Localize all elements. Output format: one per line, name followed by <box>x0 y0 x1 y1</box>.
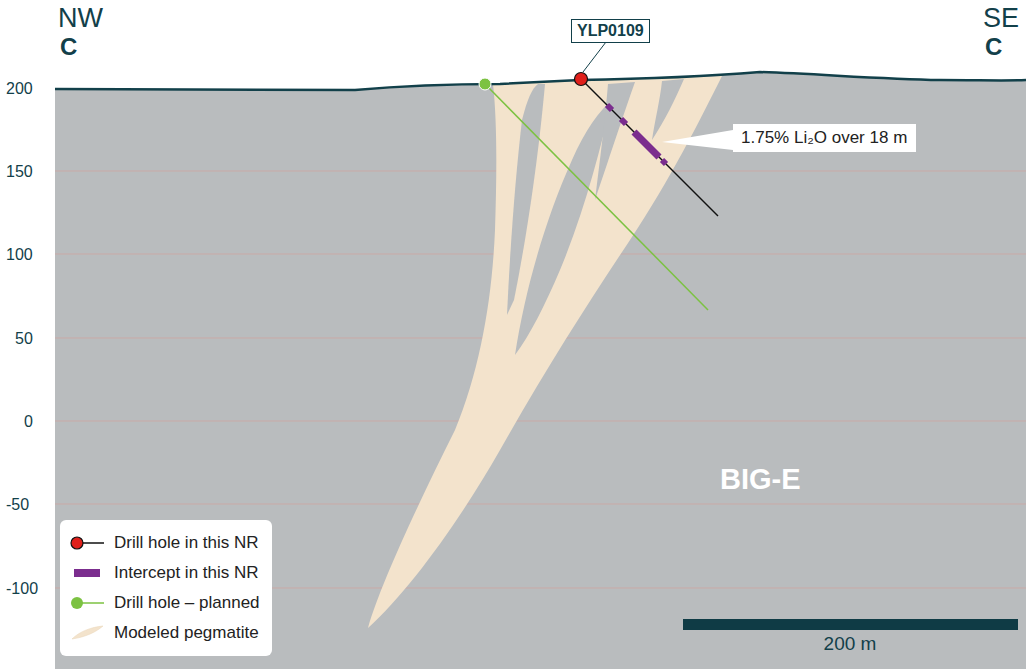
legend-text: Drill hole – planned <box>114 593 260 613</box>
legend-sample <box>70 533 104 553</box>
elevation-label: 0 <box>24 413 33 431</box>
planned-collar <box>479 78 491 90</box>
section-end-label: C <box>60 34 77 60</box>
pegmatite <box>368 76 722 628</box>
legend-row: Drill hole in this NR <box>70 528 260 558</box>
section-end-label: C <box>985 34 1002 60</box>
legend-sample <box>70 623 104 643</box>
elevation-label: 200 <box>6 80 33 98</box>
legend: Drill hole in this NR Intercept in this N… <box>60 520 272 656</box>
planned-hole <box>485 84 708 310</box>
elevation-label: 150 <box>6 163 33 181</box>
legend-text: Intercept in this NR <box>114 563 259 583</box>
ground <box>55 72 1026 669</box>
elevation-label: -50 <box>6 496 29 514</box>
section-end-label: SE <box>983 4 1019 34</box>
drill-trace <box>581 79 718 216</box>
legend-text: Modeled pegmatite <box>114 623 259 643</box>
hole-callout: YLP0109 <box>571 19 650 43</box>
legend-swatch <box>74 569 100 577</box>
leader-line <box>583 42 606 72</box>
intercept-callout: 1.75% Li₂O over 18 m <box>733 124 916 152</box>
legend-text: Drill hole in this NR <box>114 533 259 553</box>
callout-text: 1.75% Li₂O over 18 m <box>741 128 908 148</box>
legend-sample <box>70 563 104 583</box>
leader-pointer <box>662 130 733 150</box>
scale-label: 200 m <box>824 634 877 655</box>
host-rock-gap <box>652 79 684 140</box>
legend-row: Drill hole – planned <box>70 588 260 618</box>
section-end-label: NW <box>58 4 103 34</box>
deposit-name: BIG-E <box>720 464 801 496</box>
host-rock-gap <box>515 100 612 355</box>
intercepts <box>607 105 666 164</box>
scale-bar <box>683 619 1018 630</box>
elevation-label: 50 <box>15 330 33 348</box>
topography <box>55 72 1026 90</box>
legend-sample <box>70 593 104 613</box>
drill-collar <box>575 73 588 86</box>
legend-swatch <box>72 626 103 639</box>
elevation-label: -100 <box>6 580 38 598</box>
legend-row: Modeled pegmatite <box>70 618 260 648</box>
elevation-label: 100 <box>6 246 33 264</box>
legend-row: Intercept in this NR <box>70 558 260 588</box>
callout-text: YLP0109 <box>577 22 644 40</box>
